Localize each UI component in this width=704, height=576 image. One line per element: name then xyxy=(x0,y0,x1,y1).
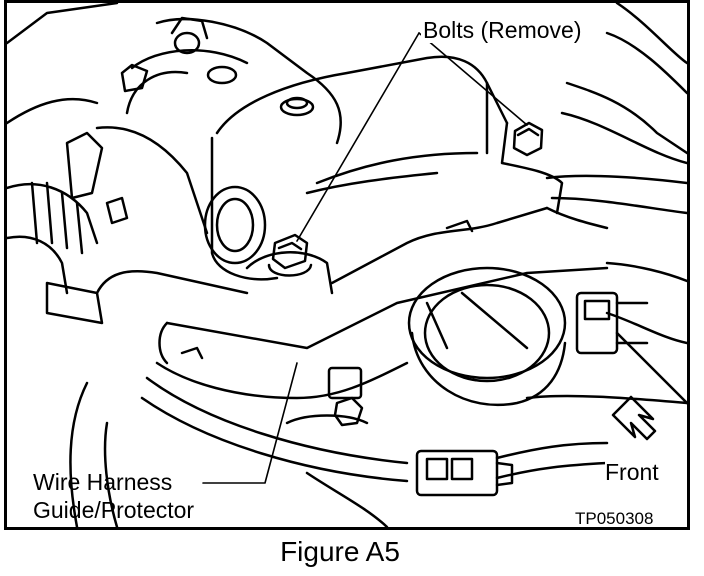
side-connector xyxy=(575,291,649,355)
figure-frame: Bolts (Remove) Wire Harness Guide/Protec… xyxy=(4,0,690,530)
left-hoses xyxy=(7,126,209,325)
front-harness-cable xyxy=(140,376,609,527)
leader-lines xyxy=(202,32,528,484)
valve-cover xyxy=(210,55,509,281)
engine-bay-background xyxy=(7,3,687,527)
lifting-hook xyxy=(203,185,267,265)
engine-line-drawing xyxy=(7,3,687,527)
lower-sensor xyxy=(327,366,364,427)
bolts-label: Bolts (Remove) xyxy=(421,17,584,43)
front-label: Front xyxy=(605,459,659,485)
front-arrow-icon xyxy=(611,395,657,441)
bolt-left xyxy=(267,233,313,277)
wire-harness-guide xyxy=(95,121,609,400)
guide-protector-label: Guide/Protector xyxy=(33,497,195,523)
wire-harness-label: Wire Harness xyxy=(33,469,173,495)
intake-housing xyxy=(120,16,342,145)
figure-code: TP050308 xyxy=(573,506,656,527)
bolt-right xyxy=(512,121,544,157)
harness-connector xyxy=(415,449,514,497)
oil-filler-cap xyxy=(407,266,567,407)
figure-caption: Figure A5 xyxy=(280,536,400,567)
